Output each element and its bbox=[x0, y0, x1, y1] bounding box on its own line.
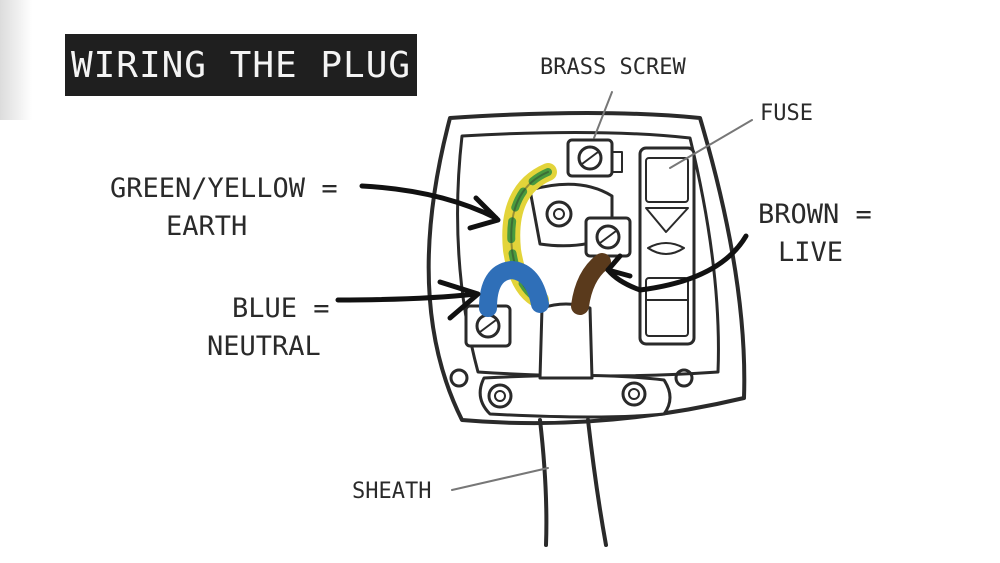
hole-right bbox=[674, 368, 694, 388]
diagram-title: WIRING THE PLUG bbox=[65, 34, 417, 96]
label-fuse: FUSE bbox=[760, 101, 813, 126]
neutral-arrow bbox=[335, 291, 479, 303]
grip-screw-left bbox=[487, 383, 513, 409]
label-brass-screw: BRASS SCREW bbox=[540, 55, 686, 80]
cable-grip bbox=[478, 373, 672, 419]
fuse-leader bbox=[669, 119, 753, 169]
label-sheath: SHEATH bbox=[352, 479, 432, 504]
live-wire bbox=[571, 253, 611, 315]
hole-left bbox=[449, 368, 469, 388]
grip-screw-right bbox=[621, 381, 647, 407]
neutral-wire bbox=[479, 260, 549, 317]
cable-sheath bbox=[538, 418, 549, 547]
edge-shadow bbox=[0, 0, 32, 120]
label-brown-line1: BROWN = bbox=[758, 199, 872, 230]
sheath-leader bbox=[451, 467, 549, 491]
brass-screw-leader bbox=[593, 91, 613, 139]
plug-cavity bbox=[456, 130, 720, 378]
label-earth-line2: EARTH bbox=[166, 211, 248, 242]
label-earth-line1: GREEN/YELLOW = bbox=[110, 173, 338, 204]
fuse bbox=[645, 157, 689, 203]
live-arrow bbox=[605, 233, 749, 293]
label-blue-line2: NEUTRAL bbox=[207, 331, 321, 362]
label-blue-line1: BLUE = bbox=[232, 293, 330, 324]
label-brown-line2: LIVE bbox=[778, 237, 844, 268]
earth-arrow bbox=[359, 183, 499, 221]
